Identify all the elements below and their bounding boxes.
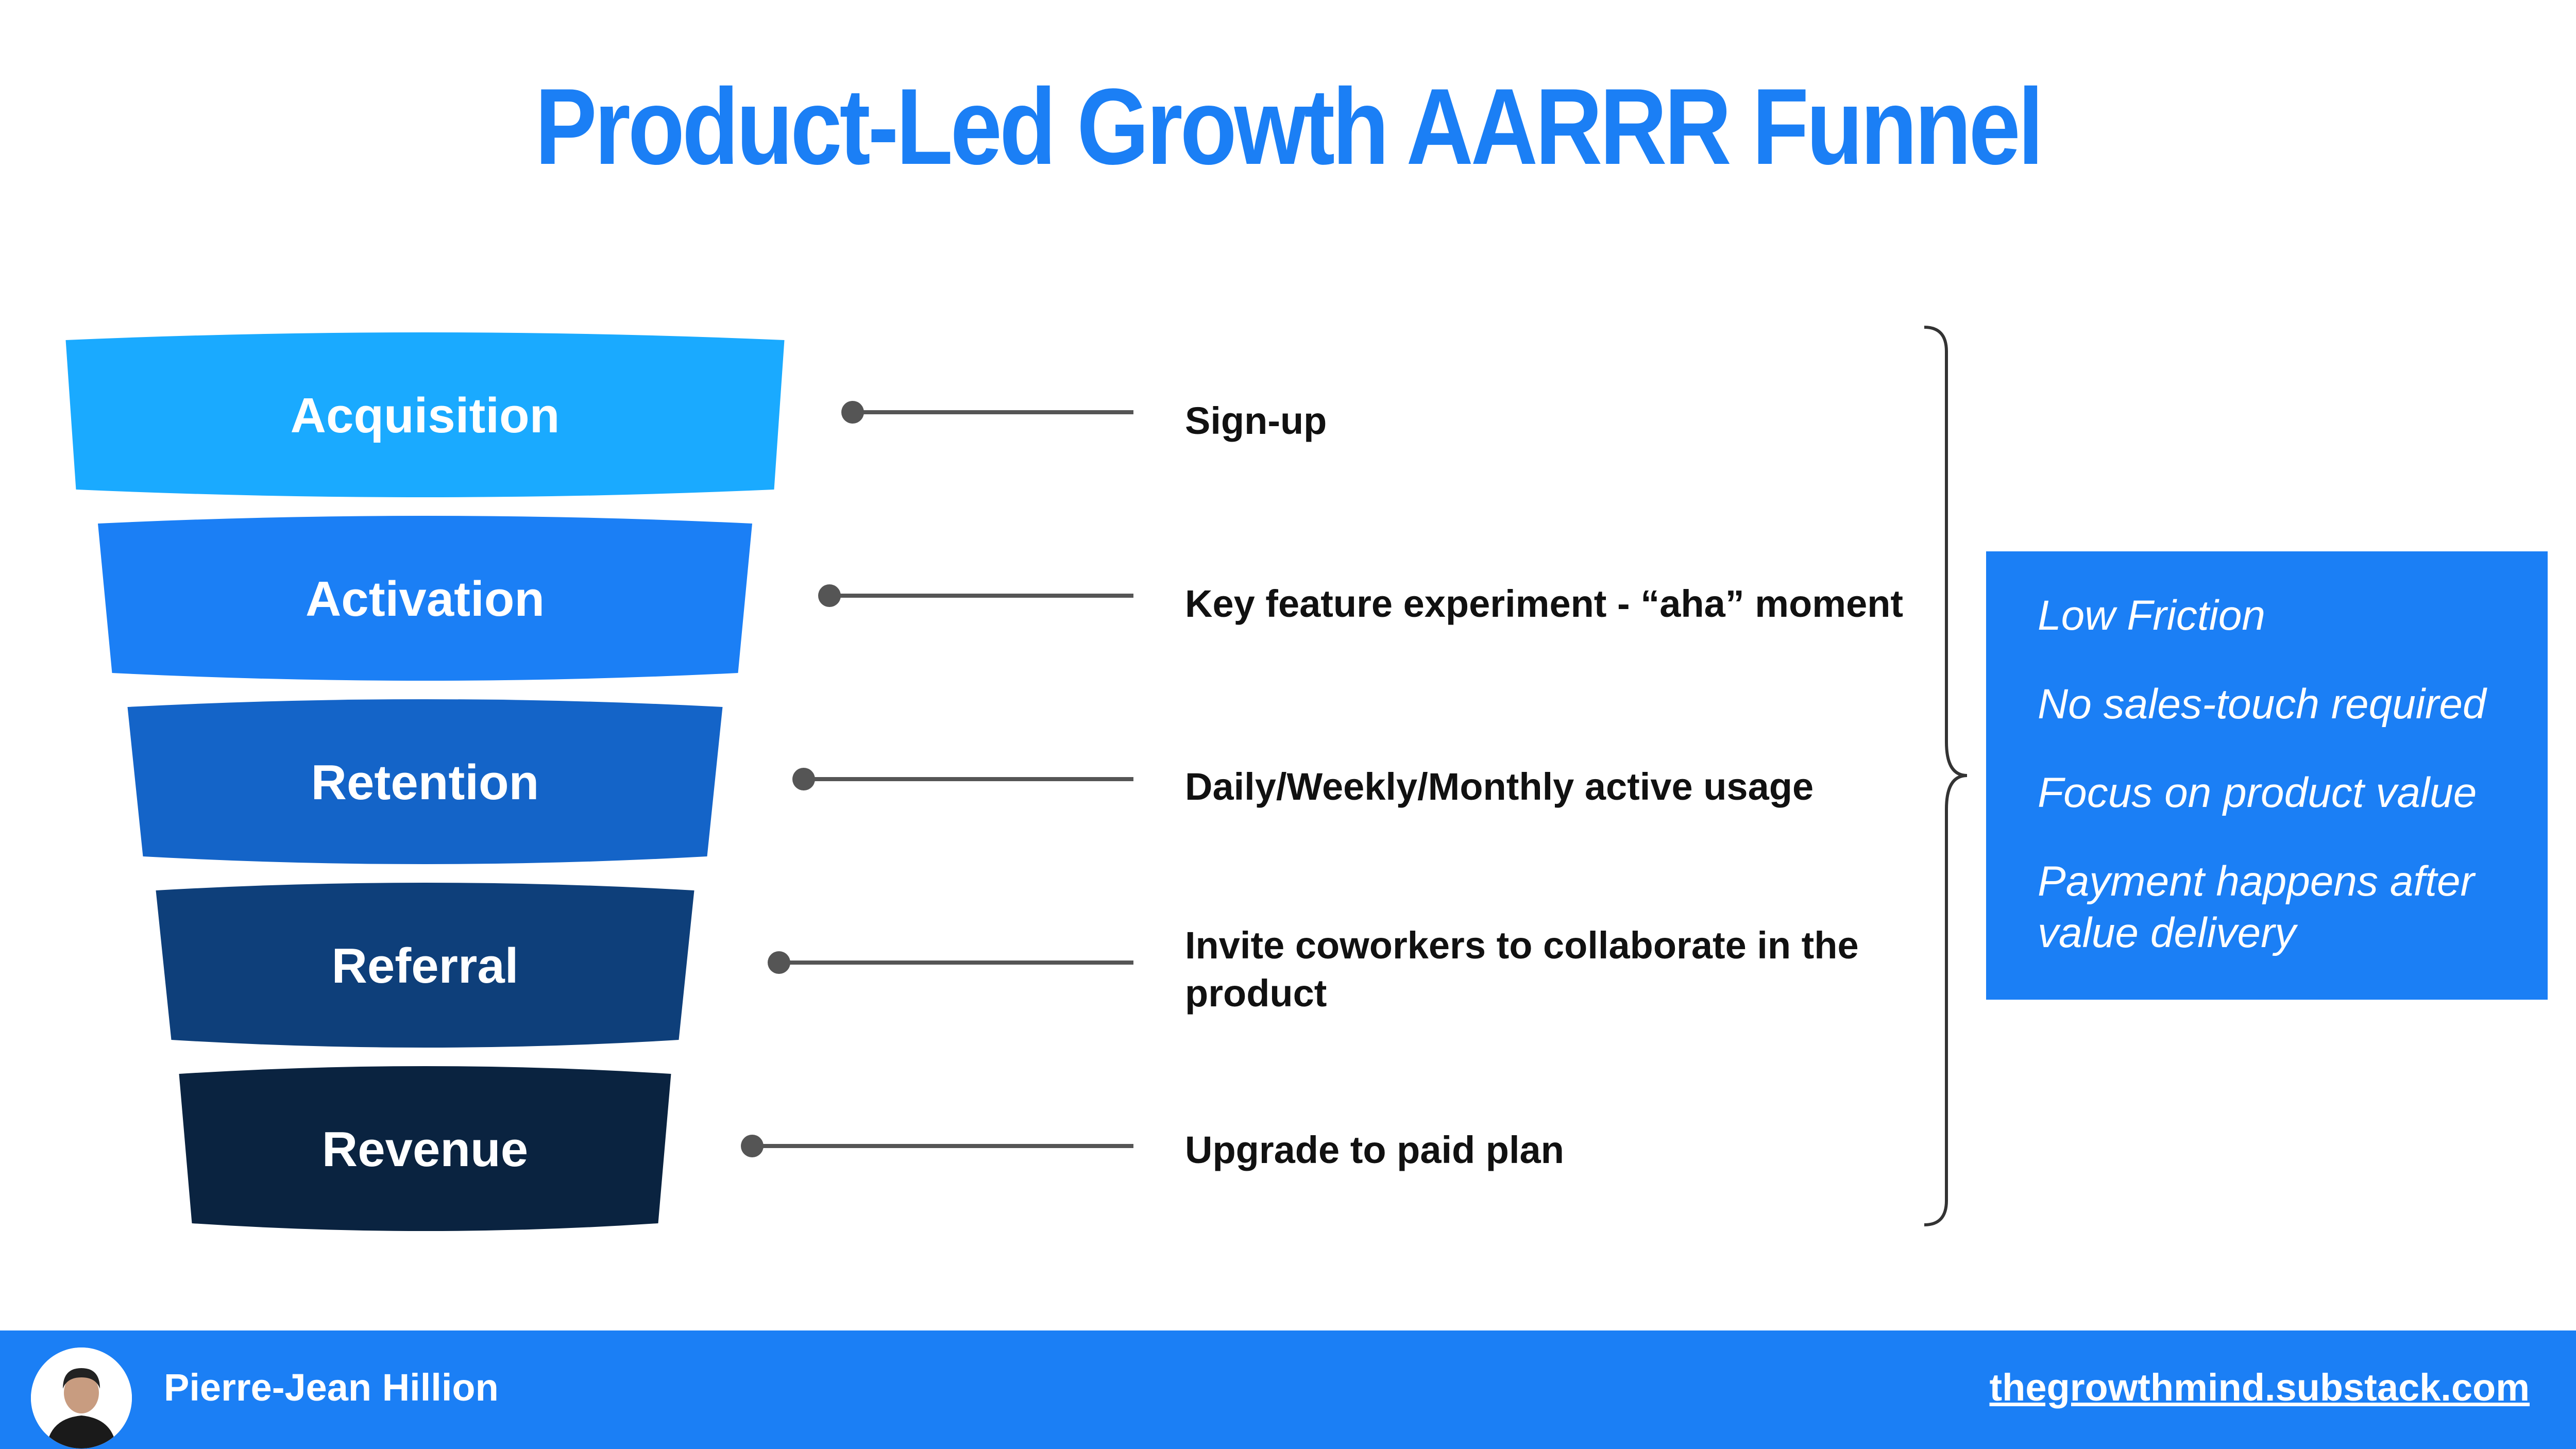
page-title: Product-Led Growth AARRR Funnel <box>535 66 2044 187</box>
connector-dot-referral <box>768 951 790 974</box>
stage-description-retention: Daily/Weekly/Monthly active usage <box>1185 765 1814 808</box>
funnel-stage-label-revenue: Revenue <box>322 1122 528 1177</box>
benefit-product-value: Focus on product value <box>2038 769 2477 816</box>
website-link[interactable]: thegrowthmind.substack.com <box>1989 1366 2530 1409</box>
footer-bar: Pierre-Jean Hillion thegrowthmind.substa… <box>0 1330 2576 1449</box>
connector-dot-revenue <box>741 1135 764 1157</box>
benefit-low-friction: Low Friction <box>2038 592 2266 639</box>
funnel-stage-referral <box>156 883 694 1048</box>
funnel-stage-label-activation: Activation <box>306 571 545 627</box>
benefit-payment-after-value: Payment happens after value delivery <box>2038 858 2475 956</box>
funnel-stage-label-retention: Retention <box>311 755 539 810</box>
funnel-stage-revenue <box>179 1066 671 1231</box>
funnel-stage-acquisition <box>65 332 785 497</box>
avatar <box>31 1347 132 1448</box>
funnel-diagram: AcquisitionActivationRetentionReferralRe… <box>65 326 1968 1231</box>
benefit-no-sales-touch: No sales-touch required <box>2038 681 2486 728</box>
author-name: Pierre-Jean Hillion <box>164 1366 499 1409</box>
stage-description-revenue: Upgrade to paid plan <box>1185 1128 1564 1171</box>
funnel-stage-activation <box>98 516 752 681</box>
person-icon <box>31 1347 132 1448</box>
funnel-stage-label-referral: Referral <box>332 938 519 993</box>
benefits-box: Low Friction No sales-touch required Foc… <box>1986 551 2548 1000</box>
grouping-brace <box>1924 326 1968 1226</box>
connector-dot-retention <box>792 768 815 790</box>
funnel-stage-label-acquisition: Acquisition <box>291 388 560 443</box>
stage-description-activation: Key feature experiment - “aha” moment <box>1185 582 1904 625</box>
stage-description-referral: Invite coworkers to collaborate in the p… <box>1185 924 1859 1015</box>
connector-dot-activation <box>818 584 841 607</box>
stage-description-acquisition: Sign-up <box>1185 399 1327 442</box>
connector-dot-acquisition <box>841 401 864 424</box>
funnel-stage-retention <box>127 699 723 864</box>
